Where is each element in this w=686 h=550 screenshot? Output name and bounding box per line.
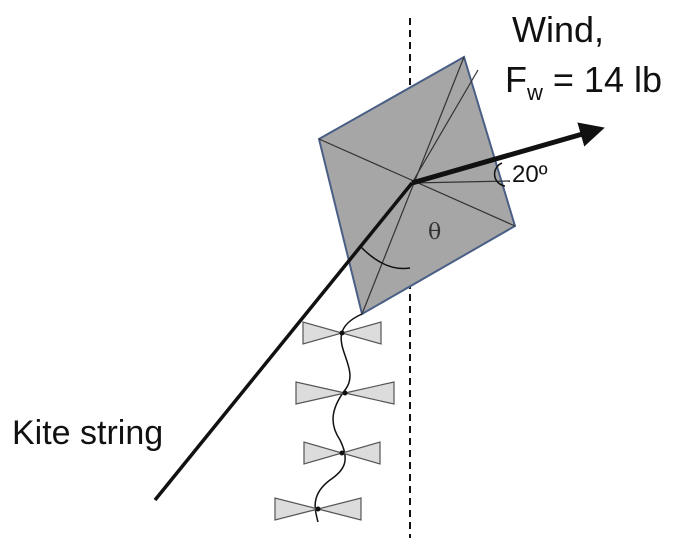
wind-force-arrow [411,122,605,186]
kite-tail [314,313,363,523]
force-symbol: F [505,59,527,100]
force-subscript: w [526,80,543,105]
force-value: = 14 lb [543,59,662,100]
wind-angle-arc [493,162,506,187]
theta-label: θ [428,220,441,245]
kite-body [317,55,517,316]
wind-angle-label: 20º [512,161,548,188]
theta-angle-arc [359,245,411,270]
tail-bow-knots [315,330,348,512]
wind-force-label: Fw = 14 lb [505,59,662,105]
wind-label: Wind, [512,9,604,50]
tail-bow [274,321,395,521]
kite-string-label: Kite string [12,414,163,452]
kite-string-line [153,181,414,502]
